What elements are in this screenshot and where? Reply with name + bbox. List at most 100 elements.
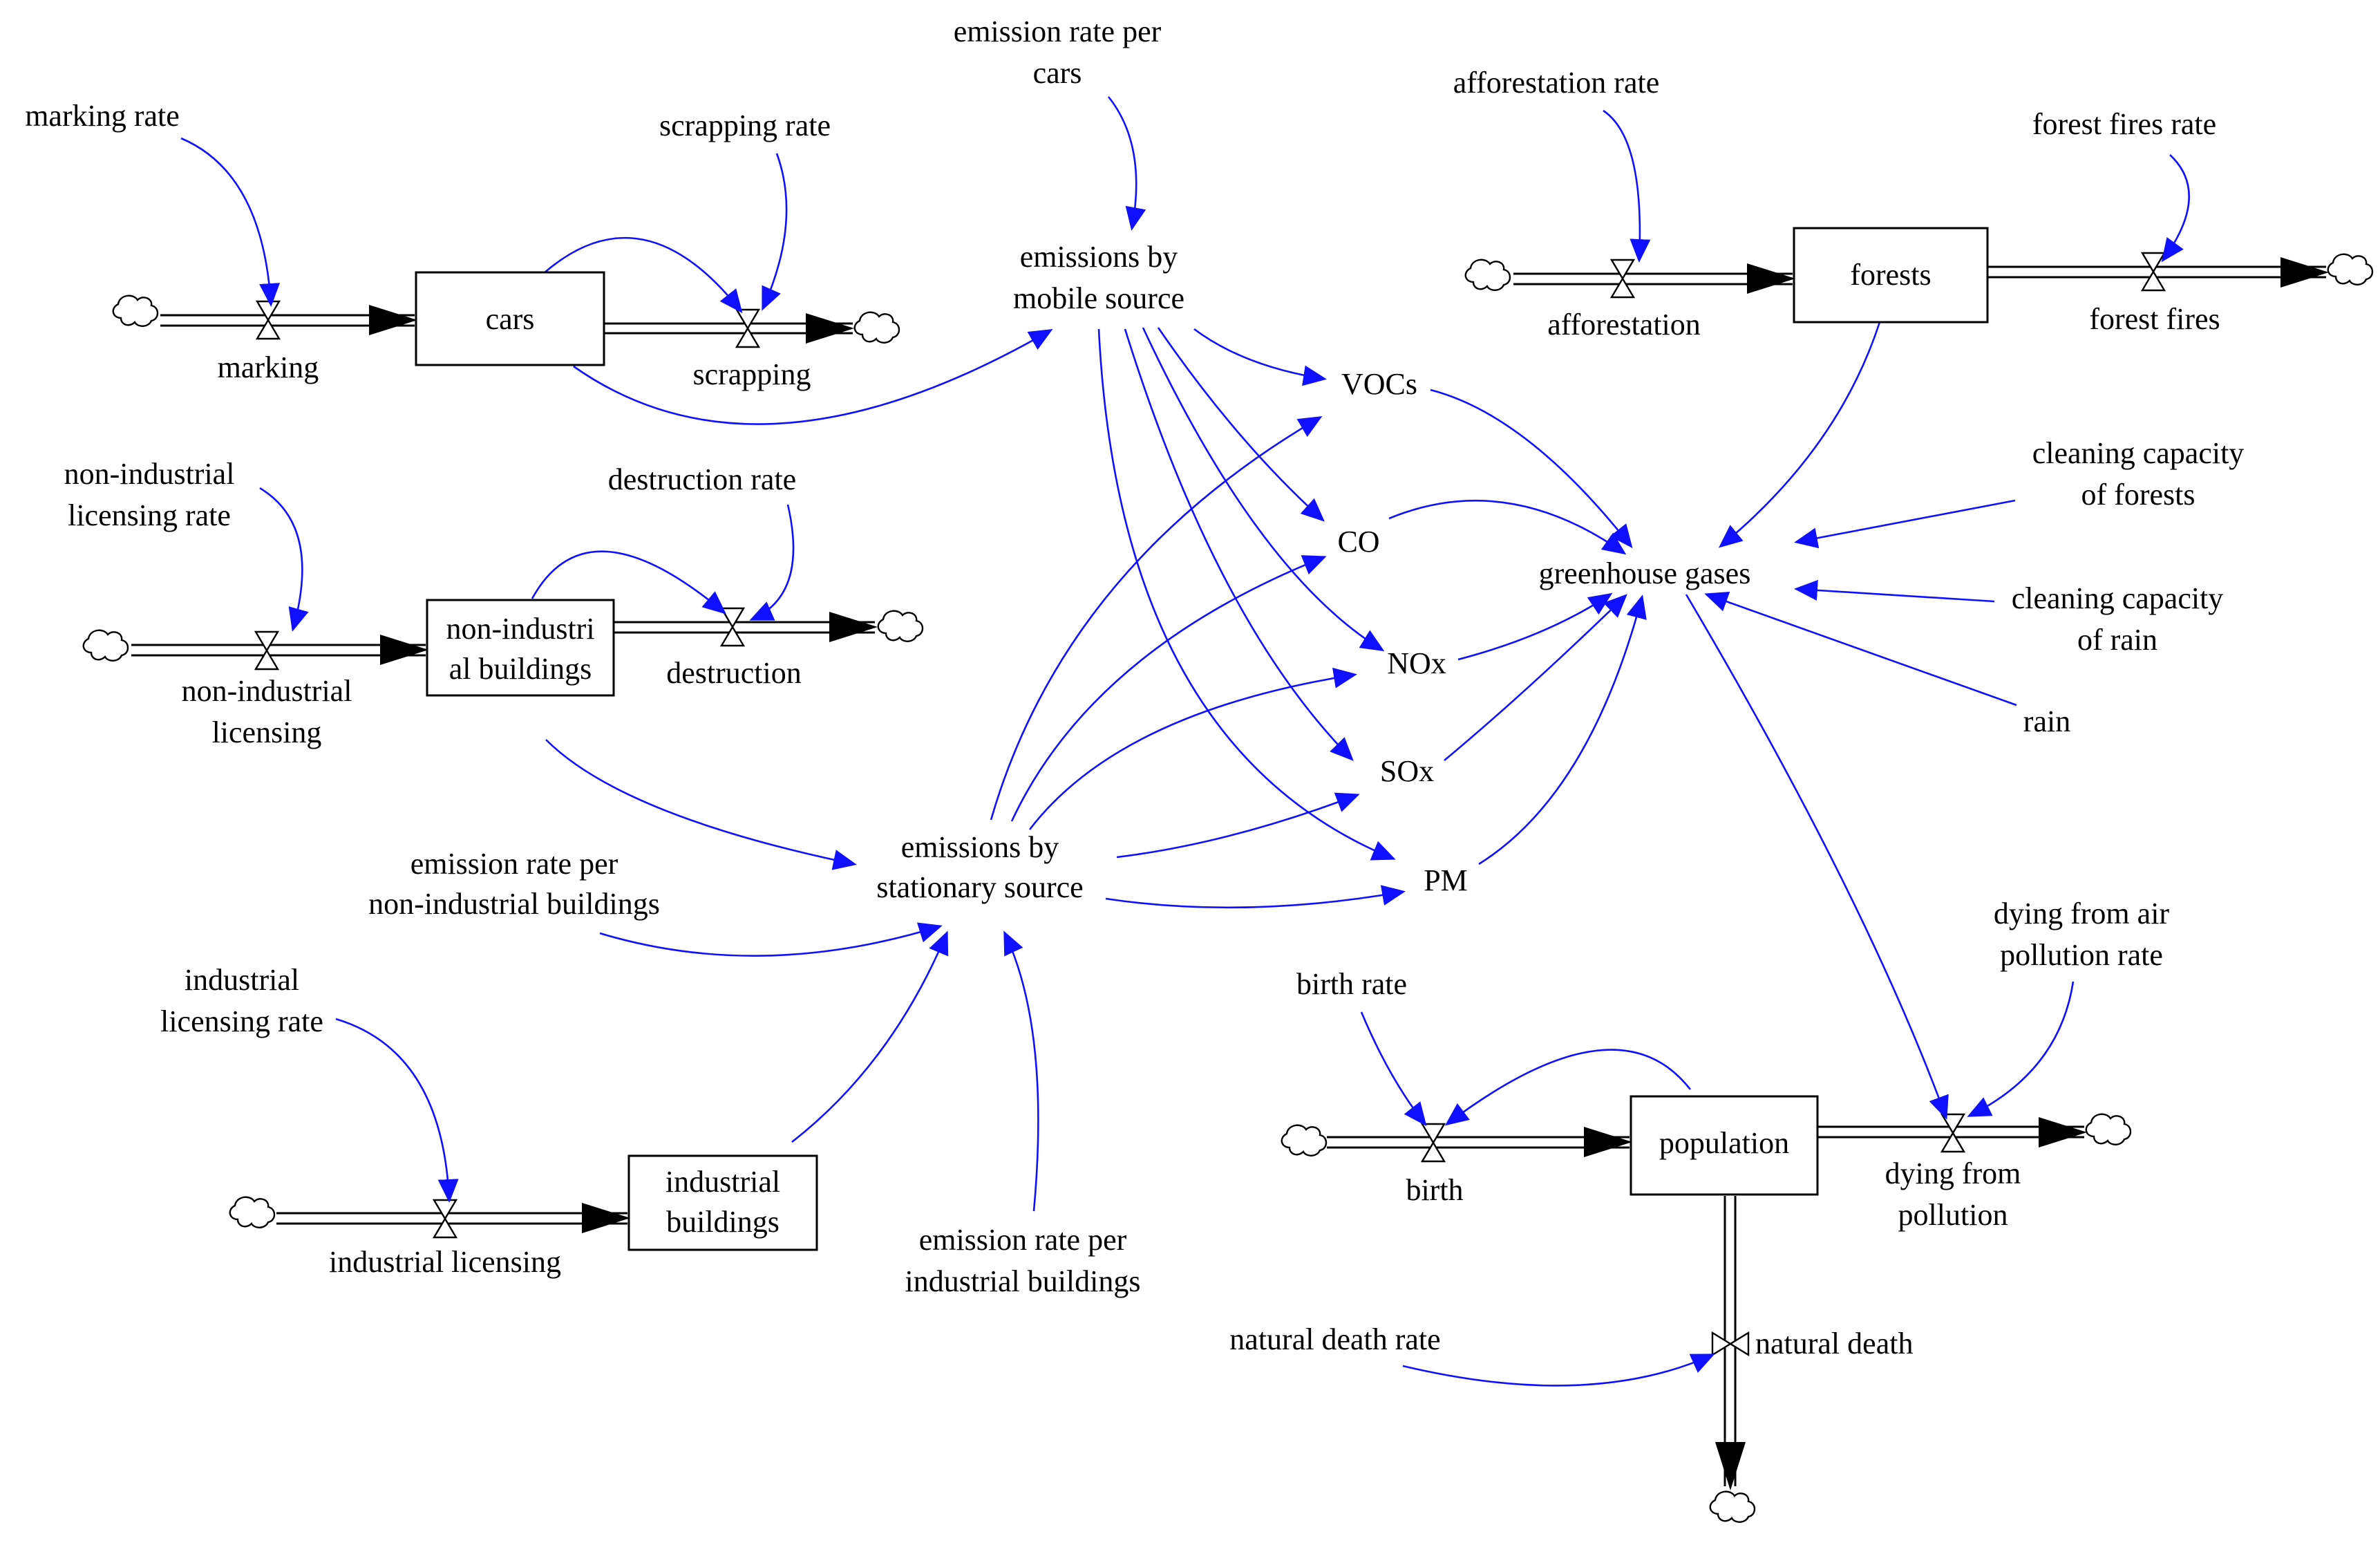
link xyxy=(1704,591,2017,706)
cloud-icon xyxy=(1281,1124,1328,1157)
flow-dying-from-pollution-label: dying from xyxy=(1885,1157,2021,1190)
link xyxy=(1157,327,1325,522)
link xyxy=(335,1018,459,1203)
link xyxy=(1388,499,1627,555)
emission-rate-per-non-industrial-label: non-industrial buildings xyxy=(368,887,660,921)
birth-rate-label: birth rate xyxy=(1296,967,1407,1001)
link xyxy=(1402,1354,1715,1387)
flow-birth-label: birth xyxy=(1406,1173,1463,1207)
link xyxy=(531,550,727,615)
industrial-licensing-rate-label: licensing rate xyxy=(160,1004,323,1038)
dying-from-air-pollution-rate-label: dying from air xyxy=(1994,897,2170,930)
link xyxy=(1444,1049,1692,1126)
link xyxy=(599,922,943,957)
stock-box-industrial-buildings[interactable] xyxy=(627,1154,818,1251)
link xyxy=(259,487,309,632)
stock-industrial-buildings-label: industrial xyxy=(665,1165,780,1199)
cloud-icon xyxy=(2085,1113,2132,1145)
link xyxy=(1116,792,1360,859)
stock-non-industrial-buildings-label: al buildings xyxy=(449,652,592,686)
afforestation-rate-label: afforestation rate xyxy=(1453,66,1659,100)
link xyxy=(1603,109,1651,263)
flow-scrapping-label: scrapping xyxy=(692,357,811,391)
dying-from-air-pollution-rate-label: pollution rate xyxy=(2000,938,2163,972)
link xyxy=(990,415,1323,821)
stock-cars-label: cars xyxy=(486,302,535,336)
link xyxy=(2161,154,2190,263)
nox-label: NOx xyxy=(1387,646,1446,680)
cloud-icon xyxy=(229,1196,276,1228)
link xyxy=(1430,388,1633,549)
link xyxy=(1010,555,1327,822)
stock-box-non-industrial-buildings[interactable] xyxy=(426,599,615,697)
link xyxy=(1478,594,1647,865)
link xyxy=(1794,579,1995,603)
cloud-icon xyxy=(1709,1490,1756,1523)
stock-box-cars[interactable] xyxy=(415,271,605,366)
link xyxy=(1718,321,1881,548)
valve-forest-fires[interactable] xyxy=(2140,252,2166,292)
marking-rate-label: marking rate xyxy=(25,99,180,133)
link xyxy=(1124,328,1354,761)
cloud-icon xyxy=(112,294,159,327)
cloud-icon xyxy=(82,629,129,662)
link xyxy=(1967,981,2075,1117)
valve-destruction[interactable] xyxy=(719,607,746,647)
valve-marking[interactable] xyxy=(255,300,281,340)
stock-industrial-buildings-label: buildings xyxy=(666,1205,780,1239)
valve-afforestation[interactable] xyxy=(1609,259,1636,299)
natural-death-rate-label: natural death rate xyxy=(1229,1322,1440,1356)
link xyxy=(762,153,788,311)
non-industrial-licensing-rate-label: non-industrial xyxy=(64,457,235,491)
link xyxy=(1685,594,1949,1120)
link xyxy=(1105,885,1406,909)
flow-non-industrial-licensing-label: non-industrial xyxy=(182,674,352,708)
co-label: CO xyxy=(1337,525,1379,559)
link xyxy=(791,930,949,1143)
non-industrial-licensing-rate-label: licensing rate xyxy=(68,498,231,532)
link xyxy=(1193,328,1327,386)
stock-box-population[interactable] xyxy=(1630,1095,1819,1196)
valve-natural-death[interactable] xyxy=(1711,1331,1750,1357)
stock-population-label: population xyxy=(1659,1126,1789,1160)
link xyxy=(1360,1011,1427,1127)
cleaning-capacity-forests-label: of forests xyxy=(2081,478,2195,512)
flow-marking-label: marking xyxy=(218,350,319,384)
link xyxy=(1794,499,2016,549)
link xyxy=(1107,96,1146,231)
emissions-by-stationary-source-label: emissions by xyxy=(901,830,1059,864)
cloud-icon xyxy=(877,610,924,642)
valve-industrial-licensing[interactable] xyxy=(432,1199,458,1239)
emissions-by-stationary-source-label: stationary source xyxy=(876,870,1083,904)
emission-rate-per-cars-label: cars xyxy=(1033,56,1082,90)
emission-rate-per-cars-label: emission rate per xyxy=(954,15,1162,48)
valve-scrapping[interactable] xyxy=(735,308,761,348)
link xyxy=(1028,667,1357,830)
forest-fires-rate-label: forest fires rate xyxy=(2032,107,2216,141)
cloud-icon xyxy=(1464,259,1511,291)
clouds xyxy=(82,253,2374,1523)
stock-forests-label: forests xyxy=(1850,258,1931,292)
emission-rate-per-industrial-label: emission rate per xyxy=(919,1223,1127,1257)
link xyxy=(749,504,795,621)
flow-destruction-label: destruction xyxy=(666,656,802,690)
emissions-by-mobile-source-label: mobile source xyxy=(1013,281,1184,315)
valve-non-industrial-licensing[interactable] xyxy=(254,630,280,671)
stock-box-forests[interactable] xyxy=(1793,227,1989,324)
valve-dying-from-pollution[interactable] xyxy=(1940,1113,1966,1153)
link xyxy=(545,739,857,870)
destruction-rate-label: destruction rate xyxy=(608,462,796,496)
flow-dying-from-pollution-label: pollution xyxy=(1898,1198,2008,1232)
emission-rate-per-non-industrial-label: emission rate per xyxy=(410,847,618,881)
sox-label: SOx xyxy=(1380,754,1434,788)
cleaning-capacity-rain-label: cleaning capacity xyxy=(2012,581,2224,615)
valves xyxy=(254,252,2166,1357)
link xyxy=(573,329,1053,425)
link xyxy=(180,137,281,307)
link xyxy=(1003,930,1039,1212)
flow-natural-death-label: natural death xyxy=(1755,1327,1913,1360)
flow-afforestation-label: afforestation xyxy=(1547,308,1701,341)
emission-rate-per-industrial-label: industrial buildings xyxy=(905,1264,1141,1298)
valve-birth[interactable] xyxy=(1420,1123,1446,1163)
